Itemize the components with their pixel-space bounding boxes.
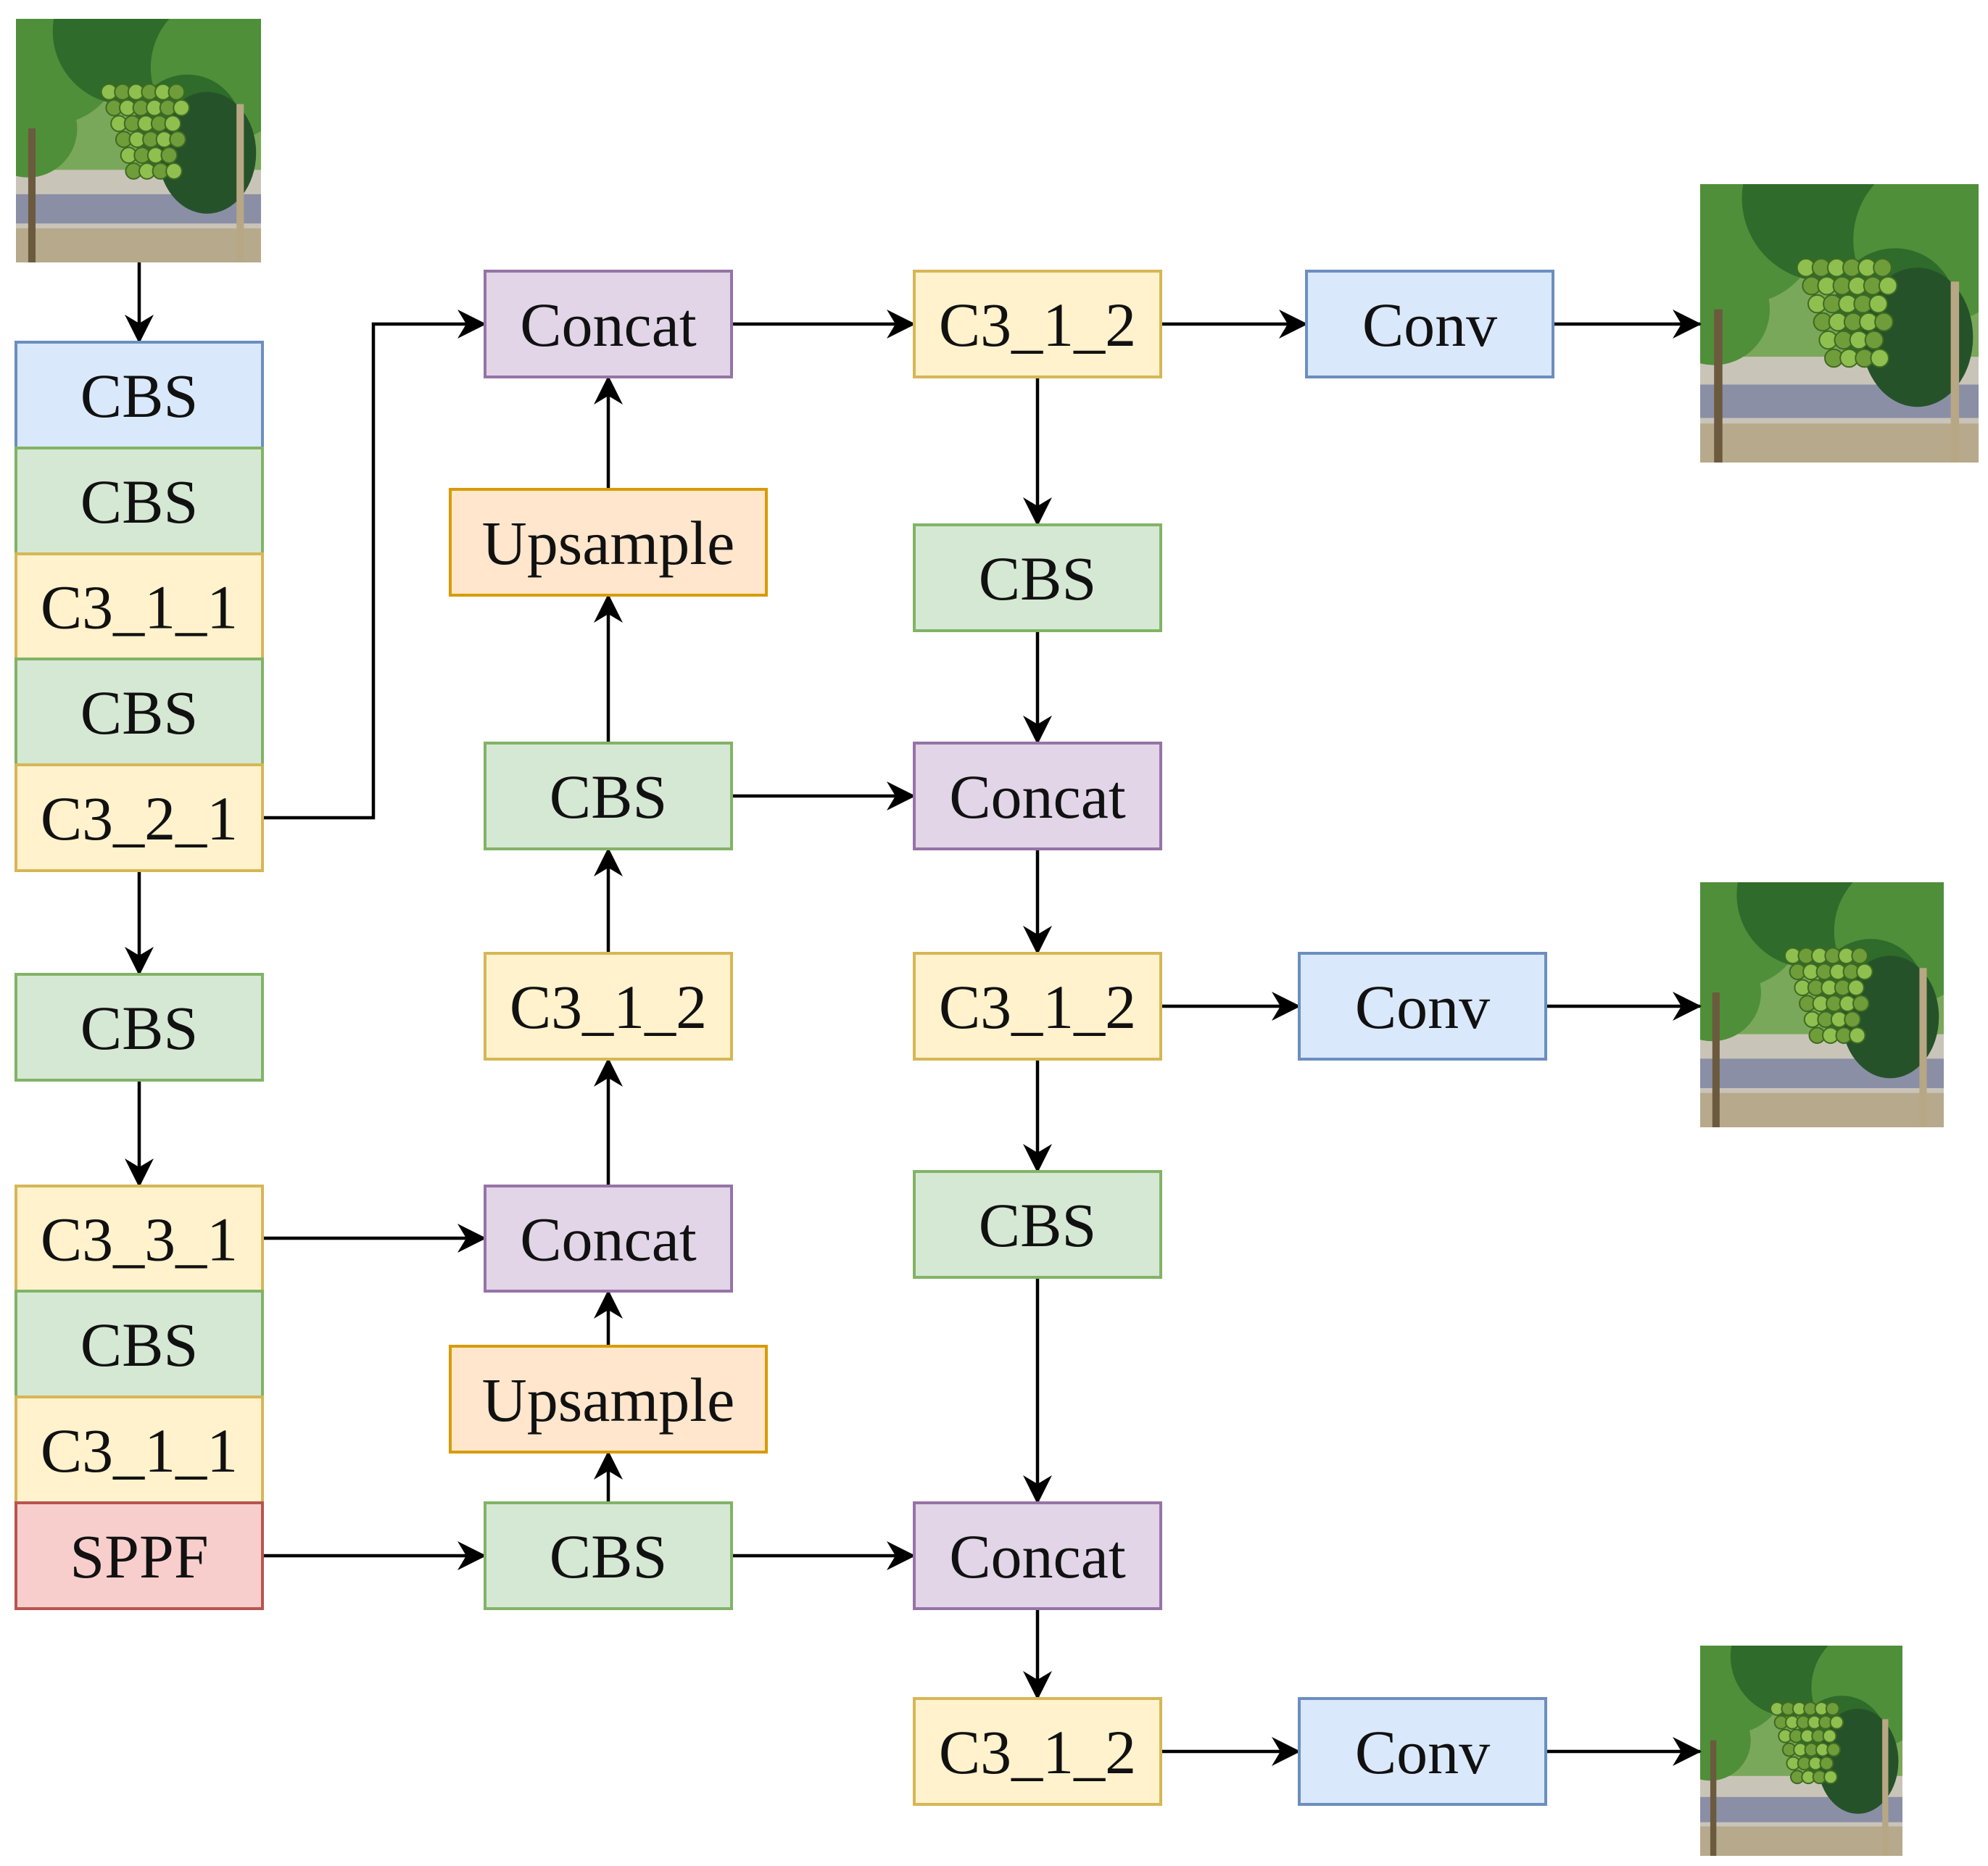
backbone-node-b4: CBS <box>15 658 264 766</box>
node-label: C3_2_1 <box>41 784 238 853</box>
neck-node-n4: C3_1_2 <box>484 952 733 1061</box>
node-label: CBS <box>80 361 199 431</box>
node-label: Upsample <box>482 508 735 578</box>
backbone-node-b2: CBS <box>15 447 264 555</box>
node-label: CBS <box>550 1522 668 1591</box>
neck-node-n5: Concat <box>484 1185 733 1293</box>
backbone-node-b8: CBS <box>15 1290 264 1398</box>
input-image <box>16 19 261 262</box>
backbone-node-b5: C3_2_1 <box>15 763 264 872</box>
node-label: CBS <box>80 993 199 1063</box>
neck-node-n1: Concat <box>484 270 733 378</box>
node-label: Conv <box>1362 290 1497 360</box>
backbone-node-b1: CBS <box>15 341 264 449</box>
node-label: Concat <box>949 762 1126 832</box>
node-label: CBS <box>80 467 199 536</box>
output-node-o1: Conv <box>1305 270 1554 378</box>
node-label: Upsample <box>482 1365 735 1435</box>
edge-b5-to-n1 <box>262 310 486 820</box>
node-label: CBS <box>979 1190 1097 1260</box>
node-label: C3_1_2 <box>939 972 1136 1042</box>
node-label: Concat <box>520 290 697 360</box>
backbone-node-b10: SPPF <box>15 1501 264 1610</box>
node-label: CBS <box>80 678 199 747</box>
output-node-o2: Conv <box>1298 952 1547 1061</box>
node-label: C3_1_2 <box>510 972 707 1042</box>
head-node-h7: C3_1_2 <box>913 1697 1162 1806</box>
node-label: CBS <box>979 544 1097 613</box>
node-label: C3_1_1 <box>41 1416 238 1485</box>
backbone-node-b6: CBS <box>15 973 264 1082</box>
output-image-3 <box>1700 1646 1902 1856</box>
node-label: Concat <box>520 1205 697 1274</box>
neck-node-n3: CBS <box>484 742 733 850</box>
head-node-h5: CBS <box>913 1170 1162 1279</box>
head-node-h4: C3_1_2 <box>913 952 1162 1061</box>
node-label: SPPF <box>70 1522 208 1591</box>
neck-node-n2: Upsample <box>449 488 768 597</box>
node-label: C3_3_1 <box>41 1205 238 1274</box>
neck-node-n7: CBS <box>484 1501 733 1610</box>
node-label: CBS <box>550 762 668 832</box>
node-label: Conv <box>1355 972 1490 1042</box>
backbone-node-b7: C3_3_1 <box>15 1185 264 1293</box>
node-label: C3_1_2 <box>939 1717 1136 1787</box>
backbone-node-b3: C3_1_1 <box>15 552 264 660</box>
neck-node-n6: Upsample <box>449 1345 768 1454</box>
output-node-o3: Conv <box>1298 1697 1547 1806</box>
head-node-h1: C3_1_2 <box>913 270 1162 378</box>
node-label: CBS <box>80 1310 199 1380</box>
node-label: Concat <box>949 1522 1126 1591</box>
node-label: C3_1_1 <box>41 573 238 642</box>
backbone-node-b9: C3_1_1 <box>15 1396 264 1504</box>
head-node-h6: Concat <box>913 1501 1162 1610</box>
output-image-1 <box>1700 184 1979 463</box>
output-image-2 <box>1700 882 1944 1127</box>
head-node-h3: Concat <box>913 742 1162 850</box>
node-label: Conv <box>1355 1717 1490 1787</box>
head-node-h2: CBS <box>913 523 1162 632</box>
node-label: C3_1_2 <box>939 290 1136 360</box>
